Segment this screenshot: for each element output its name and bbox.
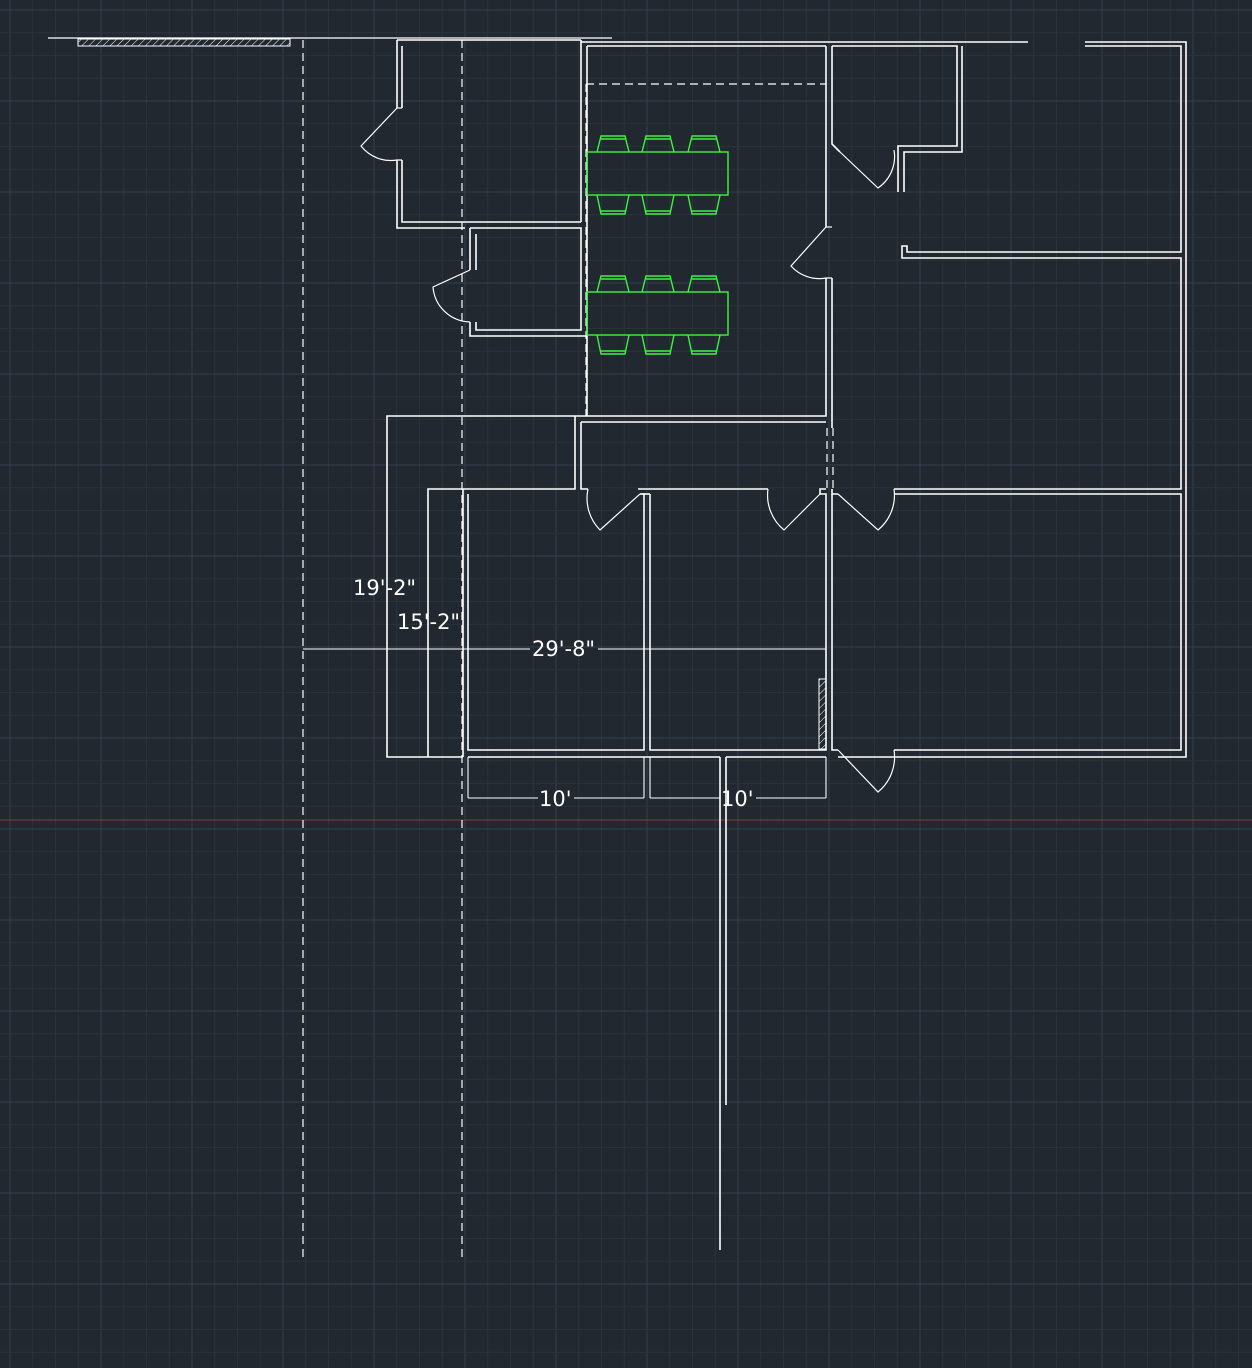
dimension-text-15-2[interactable]: 15'-2" [397, 610, 460, 634]
chair [687, 275, 721, 293]
dashed-reference-lines [302, 40, 834, 1262]
dimension-lines [303, 648, 827, 799]
conference-table-2 [586, 291, 729, 336]
dimension-text-10-left[interactable]: 10' [539, 787, 572, 811]
conference-table-1 [586, 151, 729, 196]
chair [687, 334, 721, 355]
chair [687, 135, 721, 153]
chair [641, 275, 675, 293]
chair [641, 334, 675, 355]
chair [596, 275, 630, 293]
dimension-text-19-2[interactable]: 19'-2" [353, 576, 416, 600]
chairs [596, 135, 721, 355]
hatched-wall-top [48, 37, 612, 47]
dimension-text-29-8[interactable]: 29'-8" [532, 637, 595, 661]
conference-furniture [586, 151, 729, 336]
dimension-text-10-right[interactable]: 10' [721, 787, 754, 811]
building-walls [386, 39, 1187, 1250]
chair [687, 194, 721, 215]
doors [360, 107, 896, 793]
chair [596, 135, 630, 153]
chair [641, 194, 675, 215]
hatched-column [818, 678, 827, 750]
chair [596, 194, 630, 215]
chair [641, 135, 675, 153]
chair [596, 334, 630, 355]
